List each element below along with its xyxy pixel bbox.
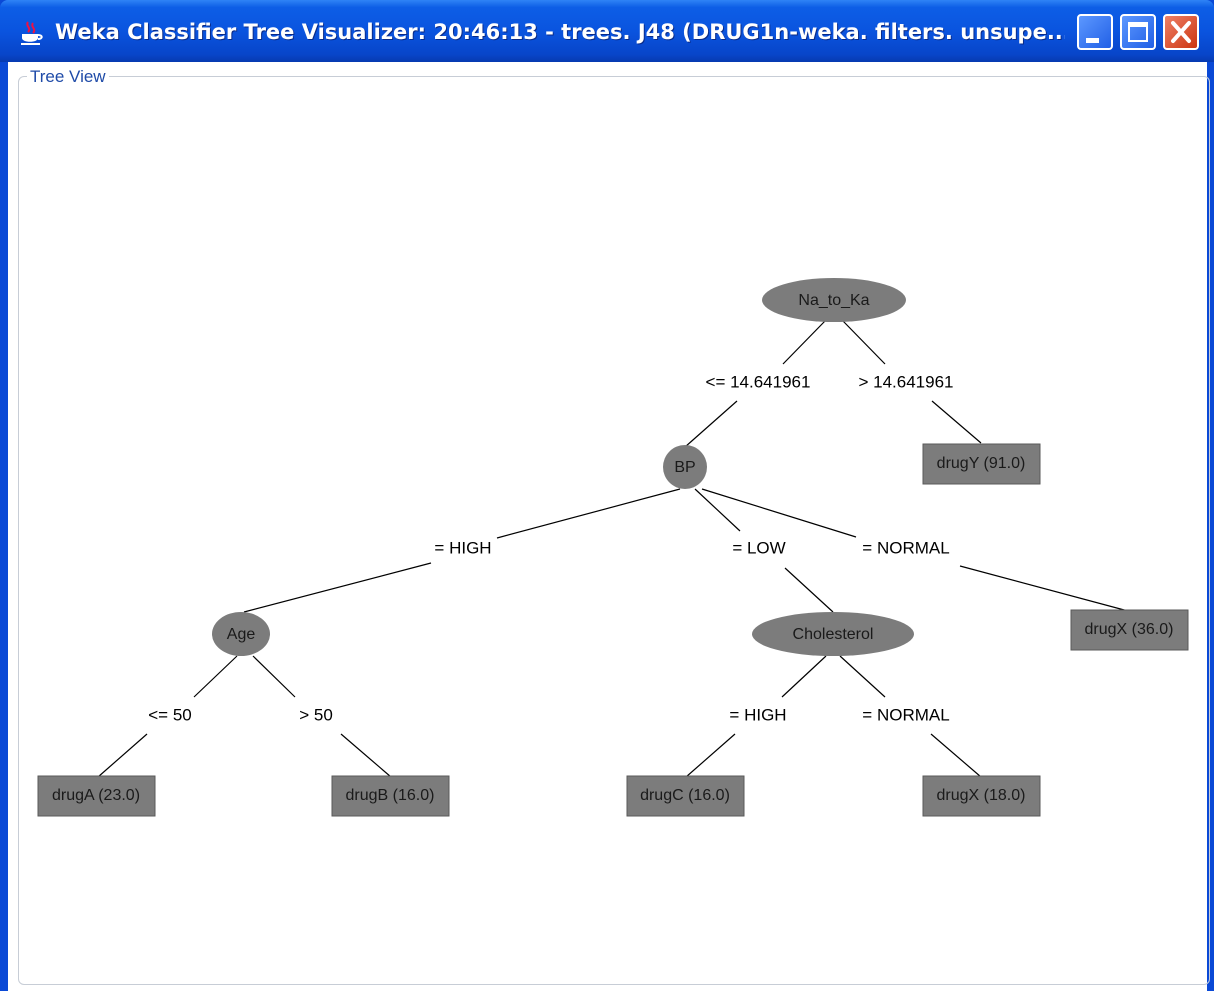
leaf-label: drugC (16.0) xyxy=(640,787,730,804)
tree-edges xyxy=(97,320,1129,778)
leaf-label: drugY (91.0) xyxy=(937,455,1026,472)
node-cholesterol[interactable]: Cholesterol xyxy=(752,612,914,656)
close-icon xyxy=(1171,21,1191,43)
edge-label: = LOW xyxy=(732,538,785,557)
leaf-label: drugX (36.0) xyxy=(1085,621,1174,638)
minimize-button[interactable] xyxy=(1077,14,1113,50)
panel-title: Tree View xyxy=(27,67,109,87)
leaf-label: drugA (23.0) xyxy=(52,787,140,804)
leaf-drugx-normal[interactable]: drugX (36.0) xyxy=(1070,609,1189,651)
leaf-drugb[interactable]: drugB (16.0) xyxy=(331,775,450,817)
leaf-shape xyxy=(1070,609,1189,651)
edge-line xyxy=(243,562,432,613)
edge-label: = NORMAL xyxy=(862,705,949,724)
leaf-shape xyxy=(331,775,450,817)
leaf-druga[interactable]: drugA (23.0) xyxy=(37,775,156,817)
node-label: Na_to_Ka xyxy=(798,292,869,309)
leaf-shape xyxy=(922,443,1041,485)
leaf-shape xyxy=(37,775,156,817)
edge-label: = NORMAL xyxy=(862,538,949,557)
node-shape xyxy=(663,445,707,489)
leaf-label: drugB (16.0) xyxy=(346,787,435,804)
edge-label: = HIGH xyxy=(434,538,491,557)
edge-line xyxy=(959,565,1129,612)
node-label: BP xyxy=(674,459,695,476)
node-shape xyxy=(762,278,906,322)
root-node-na-to-ka[interactable]: Na_to_Ka xyxy=(762,278,906,322)
minimize-icon xyxy=(1086,38,1099,43)
edge-label: = HIGH xyxy=(729,705,786,724)
maximize-icon xyxy=(1128,22,1148,42)
edge-label: > 50 xyxy=(299,705,333,724)
edge-line xyxy=(931,400,982,444)
edge-label: <= 50 xyxy=(148,705,192,724)
edge-line xyxy=(694,488,741,532)
close-button[interactable] xyxy=(1163,14,1199,50)
node-bp[interactable]: BP xyxy=(663,445,707,489)
edge-label: <= 14.641961 xyxy=(706,372,811,391)
edge-line xyxy=(842,320,886,365)
node-shape xyxy=(752,612,914,656)
node-label: Age xyxy=(227,626,256,643)
edge-line xyxy=(784,567,834,613)
edge-line xyxy=(781,655,827,698)
edge-line xyxy=(496,488,681,539)
node-age[interactable]: Age xyxy=(212,612,270,656)
edge-line xyxy=(782,320,826,365)
leaf-drugx-cholesterol[interactable]: drugX (18.0) xyxy=(922,775,1041,817)
leaf-shape xyxy=(626,775,745,817)
edge-label: > 14.641961 xyxy=(858,372,953,391)
edge-line xyxy=(193,655,238,698)
window-client-area: Tree View <= 14.641961 > 14.6 xyxy=(8,62,1210,991)
java-cup-icon xyxy=(21,21,43,45)
tree-view-panel xyxy=(18,76,1210,985)
leaf-shape xyxy=(922,775,1041,817)
node-label: Cholesterol xyxy=(793,626,874,643)
leaf-drugy[interactable]: drugY (91.0) xyxy=(922,443,1041,485)
edge-line xyxy=(930,733,982,778)
edge-line xyxy=(839,655,886,698)
leaf-label: drugX (18.0) xyxy=(937,787,1026,804)
title-bar[interactable]: Weka Classifier Tree Visualizer: 20:46:1… xyxy=(0,0,1214,62)
maximize-button[interactable] xyxy=(1120,14,1156,50)
edge-line xyxy=(684,400,738,448)
node-shape xyxy=(212,612,270,656)
edge-line xyxy=(701,488,857,538)
edge-line xyxy=(252,655,296,698)
leaf-drugc[interactable]: drugC (16.0) xyxy=(626,775,745,817)
edge-line xyxy=(685,733,736,778)
edge-line xyxy=(97,733,148,778)
edge-line xyxy=(340,733,392,778)
edge-labels: <= 14.641961 > 14.641961 = HIGH = LOW = … xyxy=(148,372,953,724)
window-title: Weka Classifier Tree Visualizer: 20:46:1… xyxy=(55,20,1065,44)
